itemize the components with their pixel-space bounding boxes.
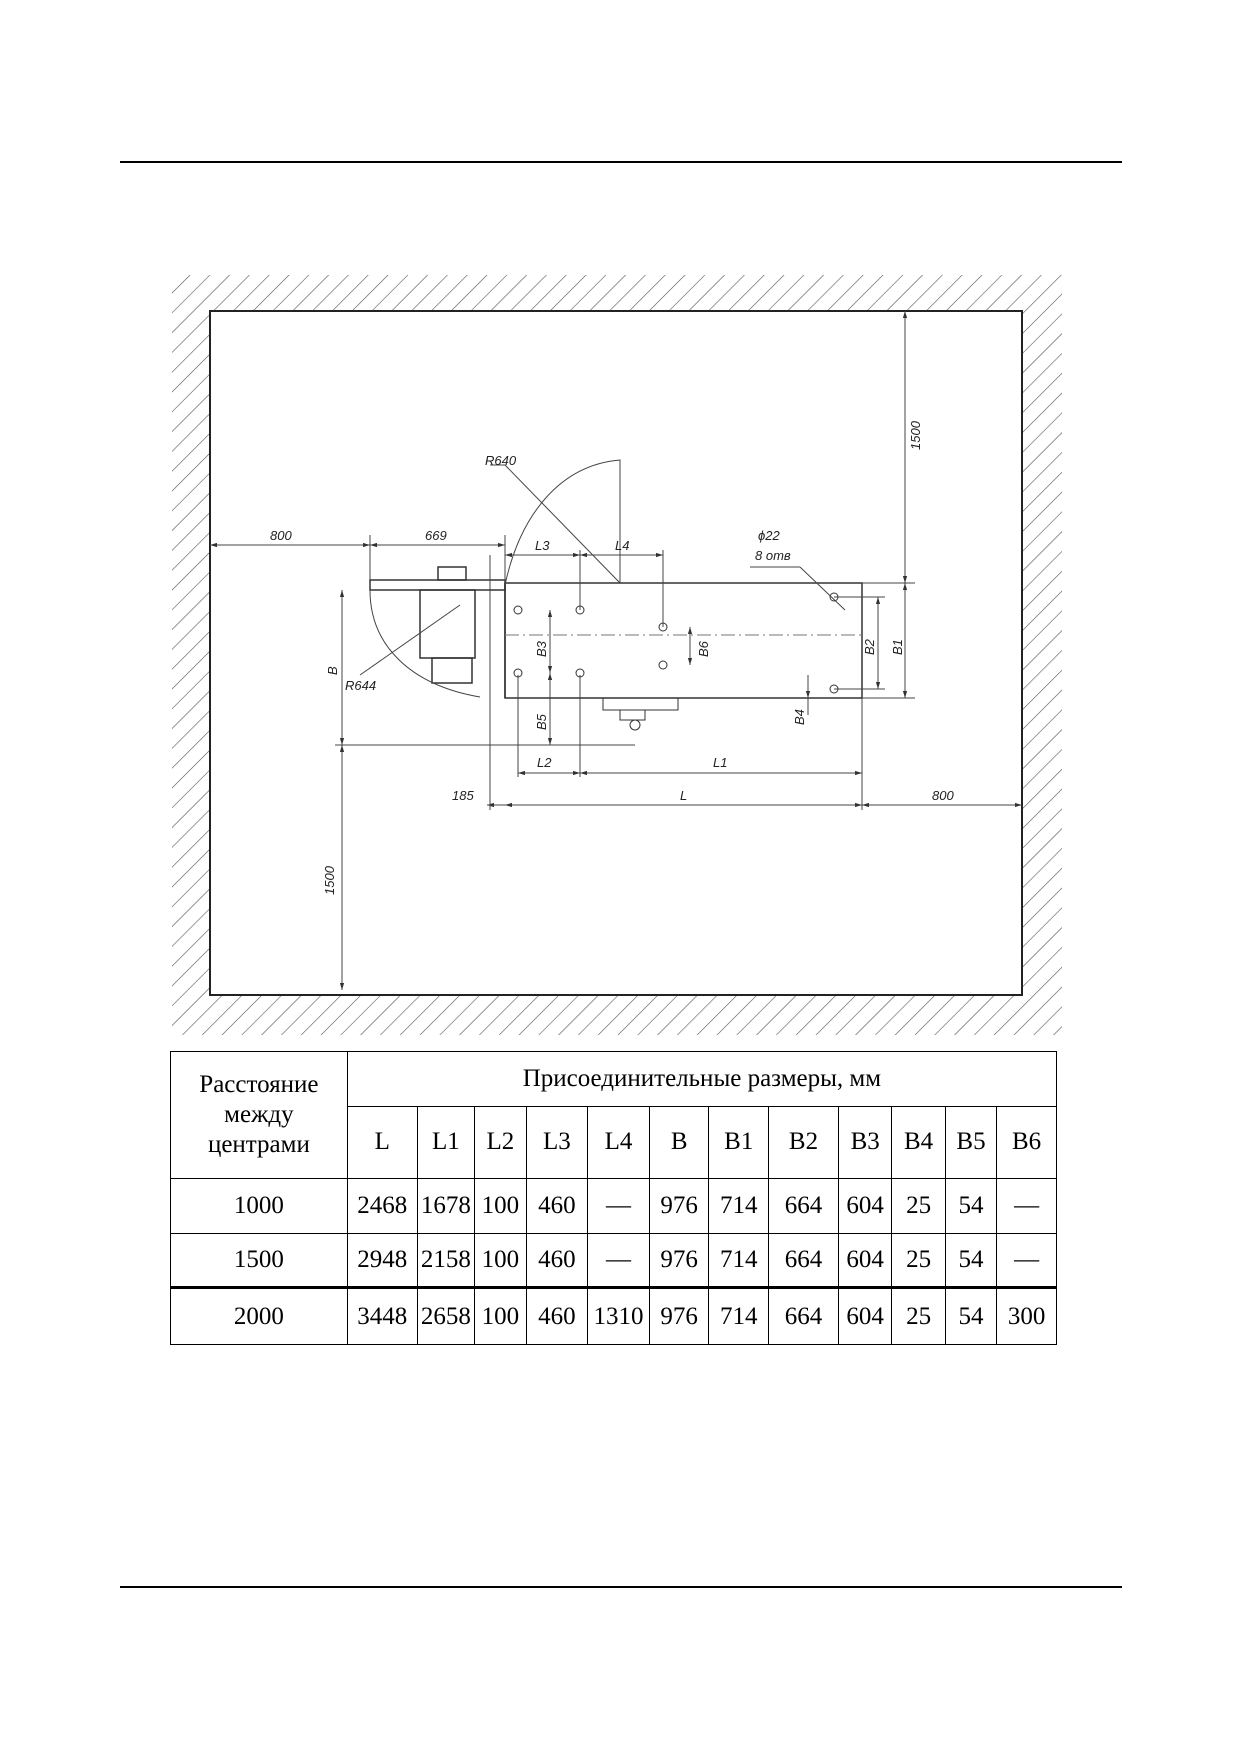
swing-arc-r644 <box>369 589 481 698</box>
cell-distance: 1500 <box>170 1232 348 1289</box>
handwheel <box>619 709 646 721</box>
table-cell: 460 <box>525 1232 589 1289</box>
table-row: 2000 3448 2658 100 460 1310 976 714 664 … <box>170 1286 1057 1345</box>
dim-b4: B4 <box>792 709 807 725</box>
table-cell: 976 <box>648 1232 710 1289</box>
table-cell: 54 <box>944 1178 998 1234</box>
table-cell: 2158 <box>416 1232 476 1289</box>
header-connection-dimensions: Присоединительные размеры, мм <box>346 1051 1058 1107</box>
cell-distance: 1000 <box>170 1178 348 1234</box>
table-cell: 604 <box>837 1232 893 1289</box>
top-rule <box>120 161 1122 163</box>
table-cell: 54 <box>944 1286 998 1345</box>
col-header: B2 <box>768 1105 839 1180</box>
table-cell: — <box>996 1178 1057 1234</box>
table-cell: 604 <box>837 1178 893 1234</box>
dim-800-left: 800 <box>270 528 292 543</box>
table-cell: — <box>587 1232 650 1289</box>
dim-hole-count: 8 отв <box>755 548 791 563</box>
table-cell: 25 <box>891 1286 946 1345</box>
col-header: L4 <box>587 1105 650 1180</box>
col-header: L3 <box>525 1105 589 1180</box>
table-cell: 25 <box>891 1232 946 1289</box>
dim-669: 669 <box>425 528 447 543</box>
col-header: B <box>648 1105 710 1180</box>
table-cell: 2468 <box>346 1178 418 1234</box>
dim-b3: B3 <box>534 640 549 657</box>
swing-arc-r640 <box>504 459 621 586</box>
wall-hatching <box>172 275 1062 1035</box>
table-cell: 460 <box>525 1286 589 1345</box>
dim-b2: B2 <box>862 638 877 655</box>
table-cell: 25 <box>891 1178 946 1234</box>
motor-top <box>437 566 467 581</box>
table-cell: 664 <box>768 1178 839 1234</box>
dim-1500-top: 1500 <box>908 420 923 450</box>
dim-b5: B5 <box>534 713 549 730</box>
dim-b1: B1 <box>890 639 905 655</box>
dim-185: 185 <box>452 788 474 803</box>
table-cell: 1678 <box>416 1178 476 1234</box>
header-center-distance: Расстояние между центрами <box>170 1050 348 1180</box>
table-cell: 2948 <box>346 1232 418 1289</box>
col-header: B1 <box>708 1105 770 1180</box>
dim-l: L <box>680 788 687 803</box>
motor-fan <box>431 657 473 684</box>
col-header: L1 <box>416 1105 476 1180</box>
room-boundary <box>209 310 1023 996</box>
bottom-rule <box>120 1586 1122 1588</box>
dim-hole-diameter: ϕ22 <box>758 528 780 543</box>
dim-l4: L4 <box>615 538 629 553</box>
col-header: B3 <box>837 1105 893 1180</box>
table-row: 1500 2948 2158 100 460 — 976 714 664 604… <box>170 1232 1057 1289</box>
table-cell: 976 <box>648 1178 710 1234</box>
dim-b: B <box>325 666 340 675</box>
table-cell: 714 <box>708 1178 770 1234</box>
col-header: B4 <box>891 1105 946 1180</box>
table-cell: 664 <box>768 1232 839 1289</box>
col-header: L2 <box>474 1105 527 1180</box>
dim-b6: B6 <box>696 640 711 657</box>
dim-l3: L3 <box>535 538 550 553</box>
installation-drawing: 800 669 L3 L4 R640 ϕ22 8 отв 1500 B R644… <box>172 275 1062 1035</box>
table-cell: 714 <box>708 1286 770 1345</box>
dim-l2: L2 <box>537 755 552 770</box>
table-cell: — <box>996 1232 1057 1289</box>
dim-r644: R644 <box>345 678 376 693</box>
table-cell: — <box>587 1178 650 1234</box>
dim-1500-bottom: 1500 <box>322 865 337 895</box>
table-cell: 664 <box>768 1286 839 1345</box>
handwheel-bracket <box>602 697 679 711</box>
connection-dimensions-table: Расстояние между центрами Присоединитель… <box>170 1050 1058 1345</box>
table-cell: 1310 <box>587 1286 650 1345</box>
col-header: B6 <box>996 1105 1057 1180</box>
table-cell: 976 <box>648 1286 710 1345</box>
table-cell: 3448 <box>346 1286 418 1345</box>
table-cell: 100 <box>474 1232 527 1289</box>
table-cell: 604 <box>837 1286 893 1345</box>
table-cell: 300 <box>996 1286 1057 1345</box>
mounting-holes <box>513 592 839 694</box>
table-row: 1000 2468 1678 100 460 — 976 714 664 604… <box>170 1178 1057 1234</box>
table-cell: 2658 <box>416 1286 476 1345</box>
table-cell: 54 <box>944 1232 998 1289</box>
table-cell: 714 <box>708 1232 770 1289</box>
table-cell: 460 <box>525 1178 589 1234</box>
col-header: B5 <box>944 1105 998 1180</box>
col-header: L <box>346 1105 418 1180</box>
motor-body <box>419 589 476 659</box>
motor-plate <box>369 579 506 591</box>
cell-distance: 2000 <box>170 1286 348 1345</box>
dim-800-right: 800 <box>932 788 954 803</box>
table-cell: 100 <box>474 1178 527 1234</box>
table-cell: 100 <box>474 1286 527 1345</box>
dim-l1: L1 <box>713 755 727 770</box>
dim-r640: R640 <box>485 453 517 468</box>
column-header-row: L L1 L2 L3 L4 B B1 B2 B3 B4 B5 B6 <box>171 1105 1057 1180</box>
